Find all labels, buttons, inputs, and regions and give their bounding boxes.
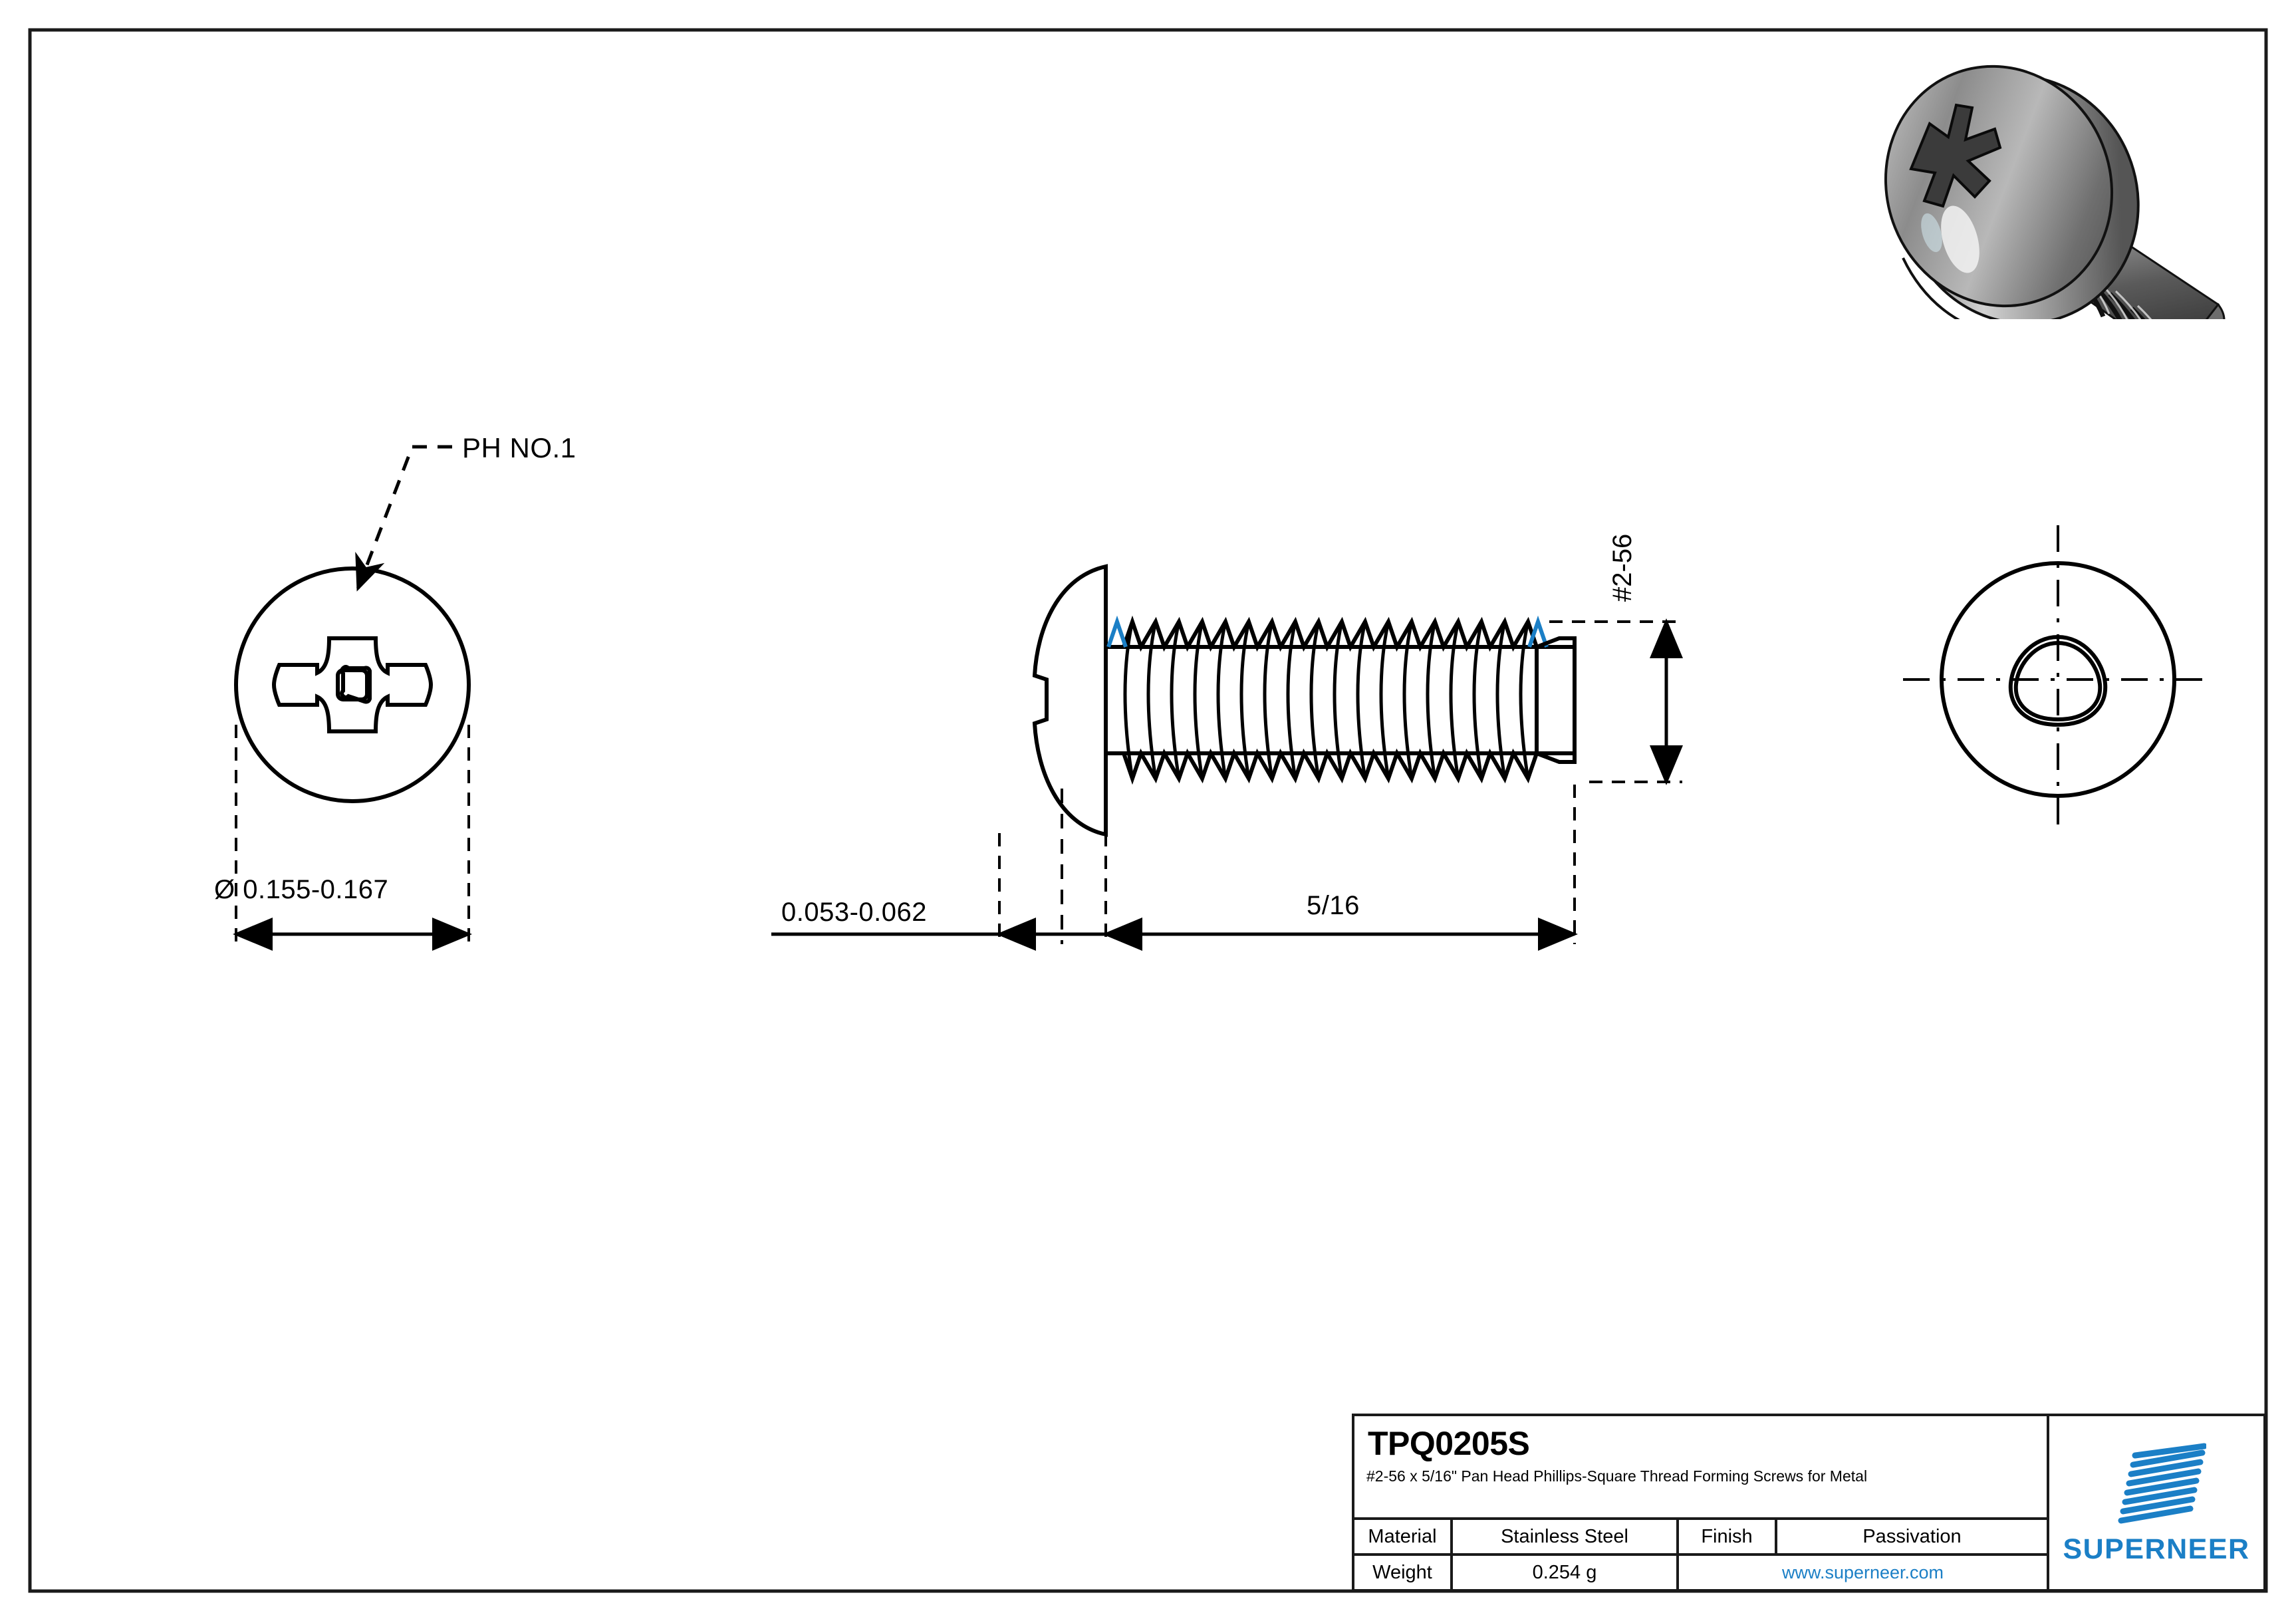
website-link[interactable]: www.superneer.com [1781,1562,1944,1582]
trilobe-outer-profile [2008,634,2108,727]
weight-website-row: Weight 0.254 g www.superneer.com [1354,1556,2047,1589]
brand-logo-cell: SUPERNEER [2049,1416,2263,1589]
pan-head-profile [1032,564,1108,837]
title-block: TPQ0205S #2-56 x 5/16" Pan Head Phillips… [1352,1414,2266,1592]
screw-3d-render [1884,64,2226,319]
view-side-elevation [771,564,1683,951]
superneer-logo-icon [2118,1443,2206,1523]
ph-recess-label: PH NO.1 [462,432,576,463]
part-description: #2-56 x 5/16" Pan Head Phillips-Square T… [1366,1467,1868,1485]
thread-end-accent [1527,615,1549,648]
brand-wordmark: SUPERNEER [2063,1533,2250,1565]
weight-label: Weight [1354,1556,1453,1589]
part-number: TPQ0205S [1368,1425,1530,1462]
head-diameter-label: Ø 0.155-0.167 [214,875,389,904]
thread-start-accent [1106,615,1128,648]
material-value: Stainless Steel [1453,1520,1679,1553]
material-label: Material [1354,1520,1453,1553]
head-height-label: 0.053-0.062 [781,898,928,927]
thread-flank-curves [1123,621,1530,779]
title-block-main: TPQ0205S #2-56 x 5/16" Pan Head Phillips… [1354,1416,2049,1589]
render-phillips-recess [1909,103,2002,208]
render-head [1884,64,2140,319]
material-finish-row: Material Stainless Steel Finish Passivat… [1354,1520,2047,1556]
weight-value: 0.254 g [1453,1556,1679,1589]
view-point-end [1903,525,2214,834]
finish-value: Passivation [1862,1525,1962,1547]
phillips-recess-profile [271,636,434,733]
head-outline-circle [234,566,471,803]
thread-size-dimension [1549,618,1683,785]
finish-label: Finish [1679,1520,1777,1553]
view-head-end [233,445,472,951]
length-dimension [1102,785,1578,951]
sheet-border [28,28,2268,1593]
trilobe-inner-profile [2013,640,2103,722]
shank-length-label: 5/16 [1307,891,1360,920]
title-block-header: TPQ0205S #2-56 x 5/16" Pan Head Phillips… [1354,1416,2047,1520]
head-diameter-dimension [233,725,472,951]
shank-end-chamfer [1535,636,1577,764]
thread-crest-lower [1122,748,1539,785]
thread-crest-upper [1122,615,1539,652]
ph-leader-line [355,445,452,592]
thread-size-label: #2-56 [1608,533,1637,602]
